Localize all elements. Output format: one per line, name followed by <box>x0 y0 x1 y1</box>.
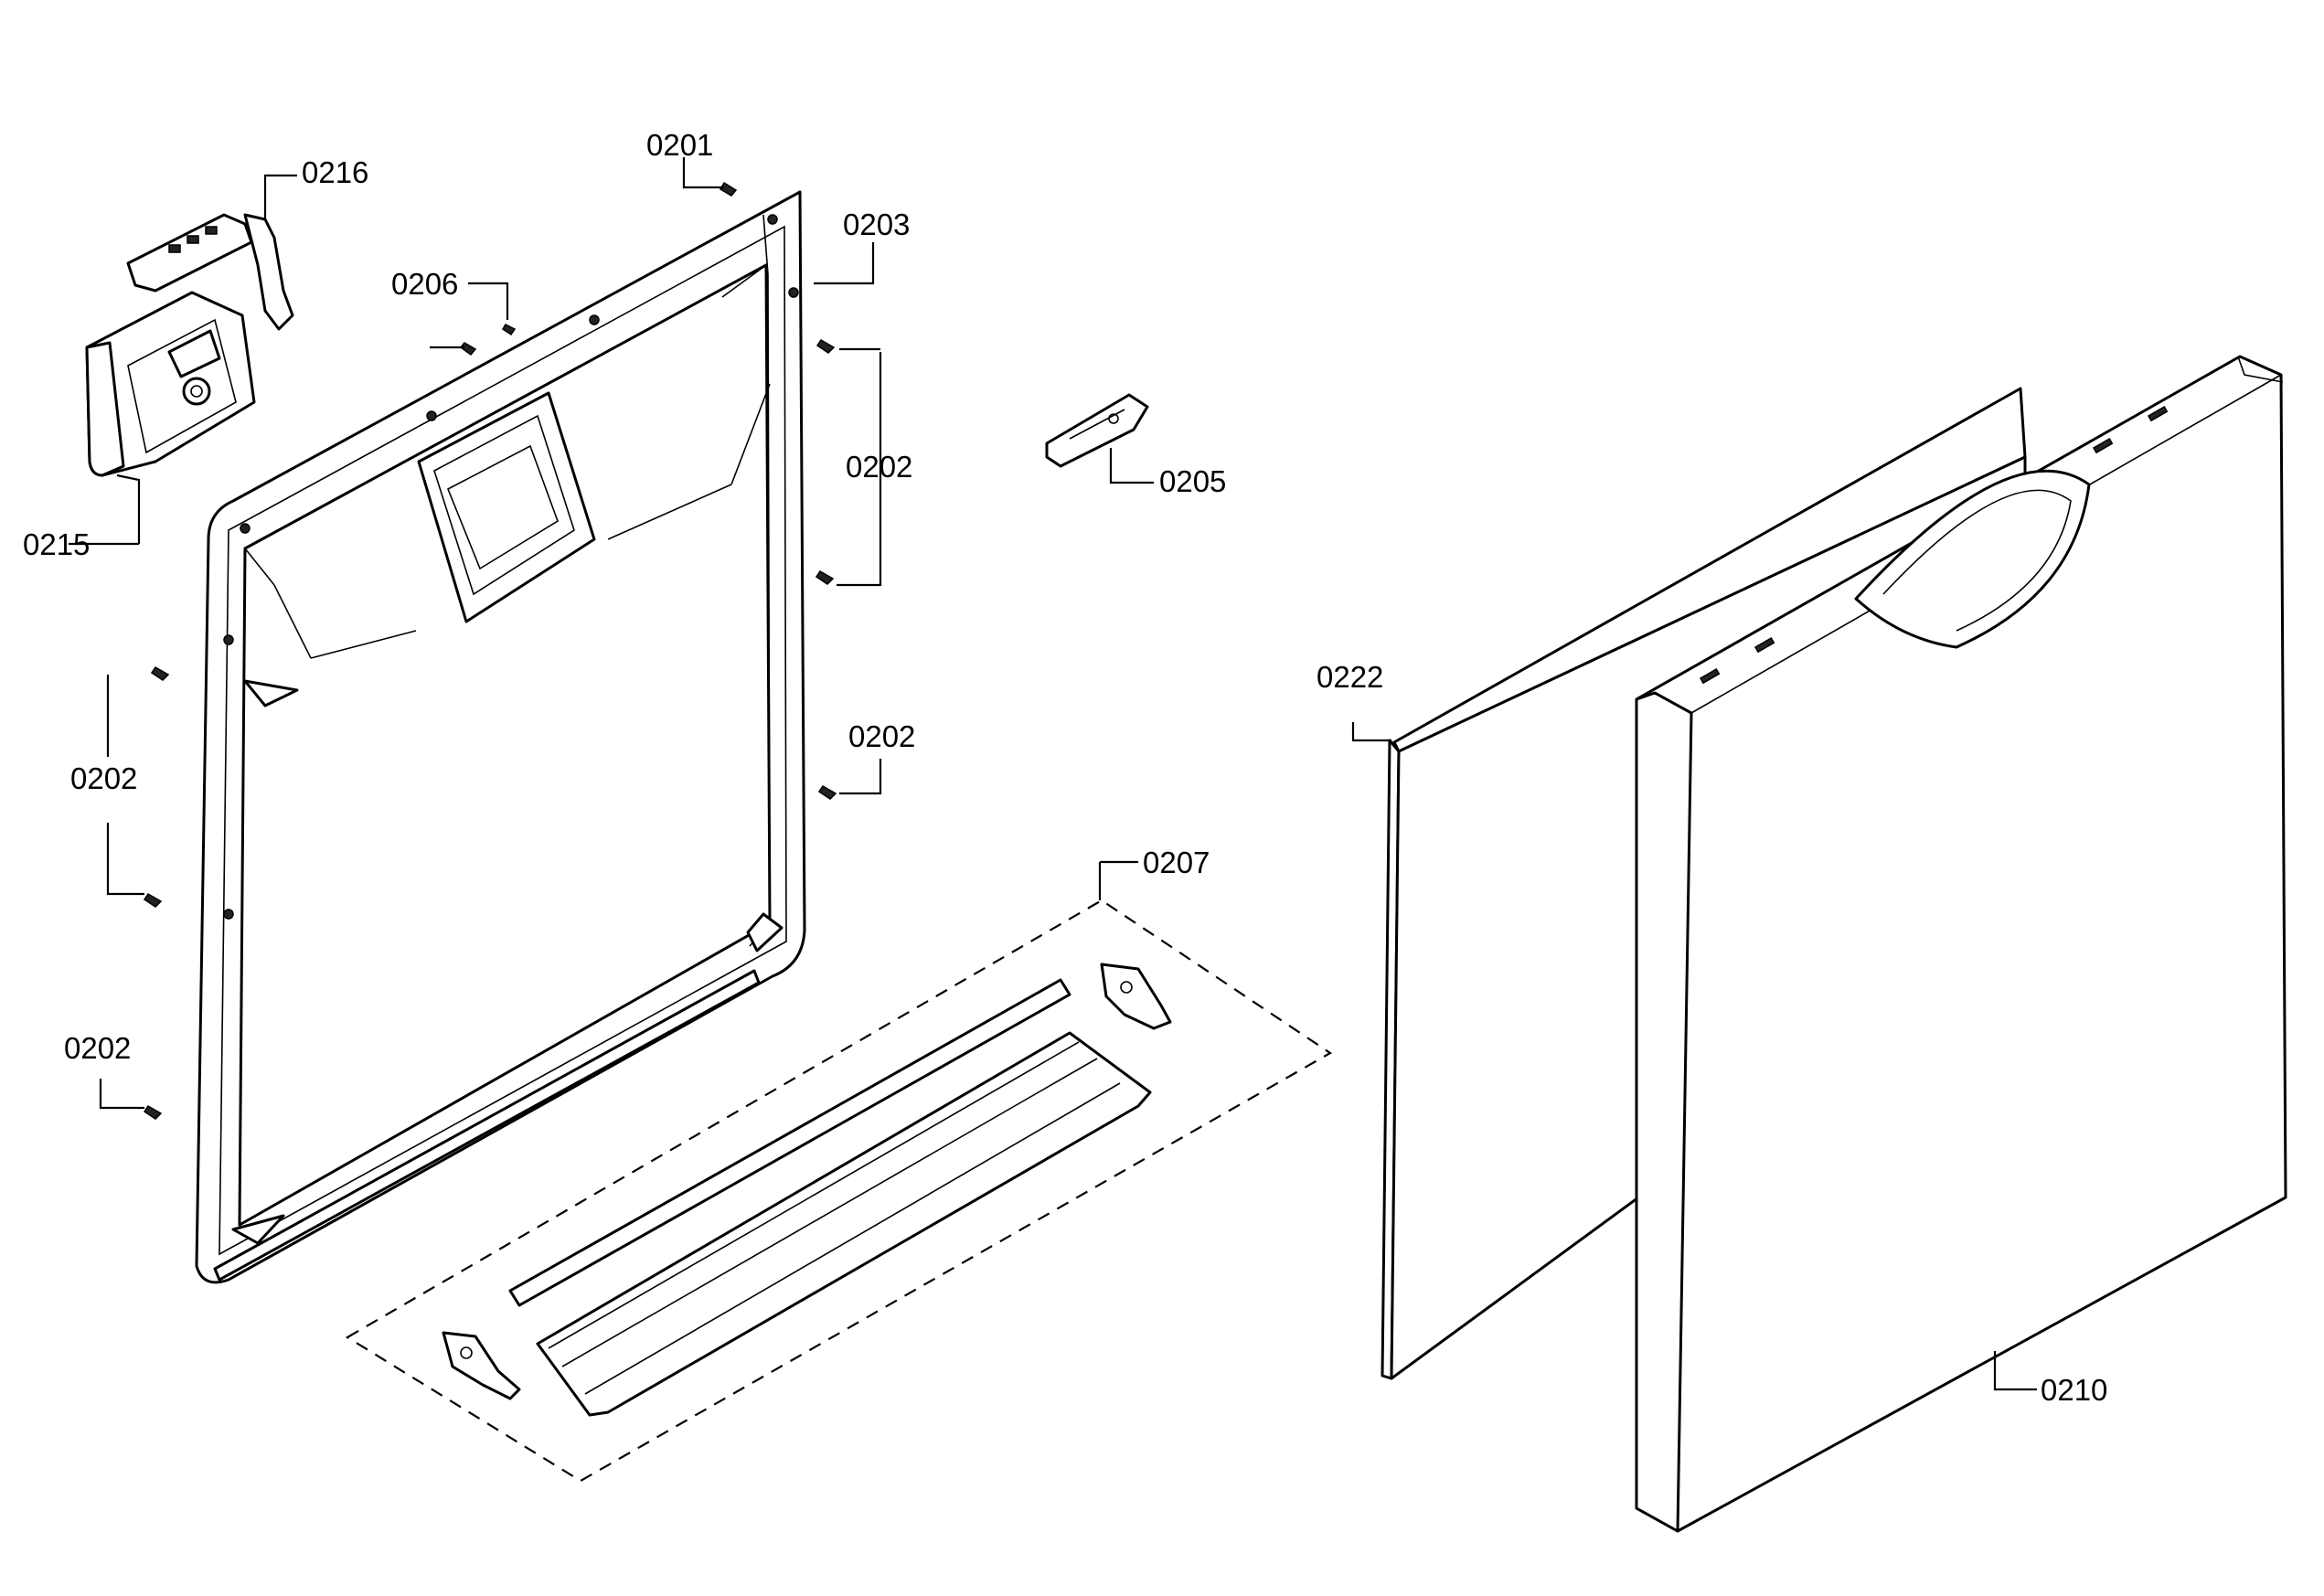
callout-0206: 0206 <box>391 267 458 301</box>
callout-0222: 0222 <box>1317 660 1383 694</box>
callout-0210: 0210 <box>2041 1373 2107 1407</box>
callout-labels: 0201 0203 0206 0216 0215 0202 0205 0222 … <box>23 128 2107 1407</box>
leader-lines <box>69 157 2037 1391</box>
callout-0205: 0205 <box>1159 464 1226 498</box>
callout-0202-lower-left: 0202 <box>64 1031 131 1065</box>
latch-bracket <box>126 213 294 331</box>
callout-0215: 0215 <box>23 527 90 561</box>
callout-0202-upper-right: 0202 <box>846 450 912 484</box>
bottom-seal-kit <box>345 899 1333 1483</box>
outer-door <box>1635 355 2287 1533</box>
detergent-dispenser <box>85 291 256 477</box>
callout-0202-mid-right: 0202 <box>848 719 915 753</box>
inner-door-frame <box>195 190 806 1284</box>
callout-0202-left: 0202 <box>70 761 137 795</box>
dispenser-opening <box>417 391 596 623</box>
callout-0216: 0216 <box>302 155 368 189</box>
screws <box>143 181 837 1120</box>
hinge-clip <box>1045 393 1149 468</box>
callout-0201: 0201 <box>646 128 713 162</box>
callout-0207: 0207 <box>1143 846 1210 879</box>
callout-0203: 0203 <box>843 207 910 241</box>
